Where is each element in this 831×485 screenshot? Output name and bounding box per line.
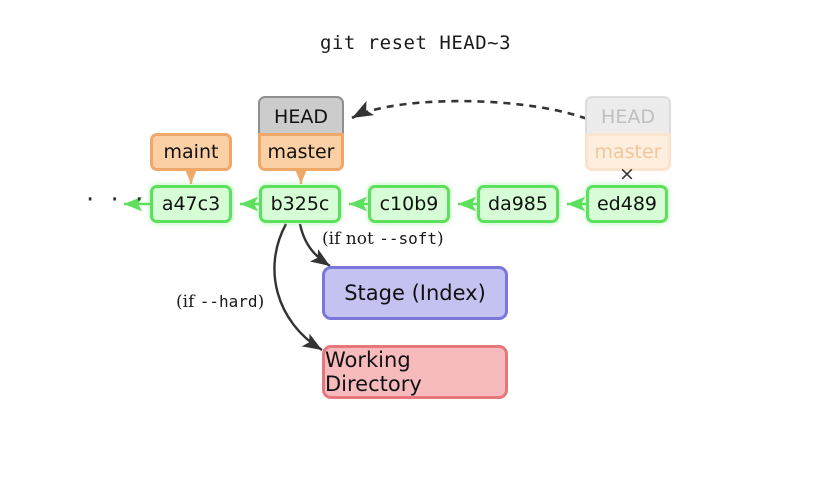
commit-node-ed489[interactable]: ed489 [586,185,668,223]
annotation-if-not-soft-close: ) [436,229,444,249]
removed-pointer-x-icon: × [619,163,635,185]
branch-label-maint[interactable]: maint [150,133,232,171]
commit-node-c10b9[interactable]: c10b9 [368,185,450,223]
commit-node-b325c[interactable]: b325c [259,185,341,223]
annotation-if-hard-open: (if [176,292,200,312]
annotation-if-not-soft: (if not --soft) [322,229,444,249]
history-ellipsis: · · · [86,185,148,215]
branch-label-master-ghost: master [585,133,671,171]
commit-node-a47c3[interactable]: a47c3 [150,185,232,223]
annotation-if-not-soft-open: (if not [322,229,380,249]
head-move-dashed-arrow [351,99,611,132]
head-label-ghost: HEAD [585,96,671,138]
annotation-if-hard: (if --hard) [176,292,264,312]
annotation-if-hard-close: ) [257,292,265,312]
annotation-if-hard-flag: --hard [199,292,258,311]
stage-index-box[interactable]: Stage (Index) [322,266,508,320]
working-directory-box[interactable]: Working Directory [322,345,508,399]
branch-pointer-arrows [184,167,308,184]
commit-node-da985[interactable]: da985 [477,185,559,223]
diagram-title: git reset HEAD~3 [319,32,512,54]
reset-to-workdir-arrow [273,223,323,352]
head-label-current[interactable]: HEAD [258,96,344,138]
branch-label-master-current[interactable]: master [258,133,344,171]
annotation-if-not-soft-flag: --soft [379,229,437,248]
